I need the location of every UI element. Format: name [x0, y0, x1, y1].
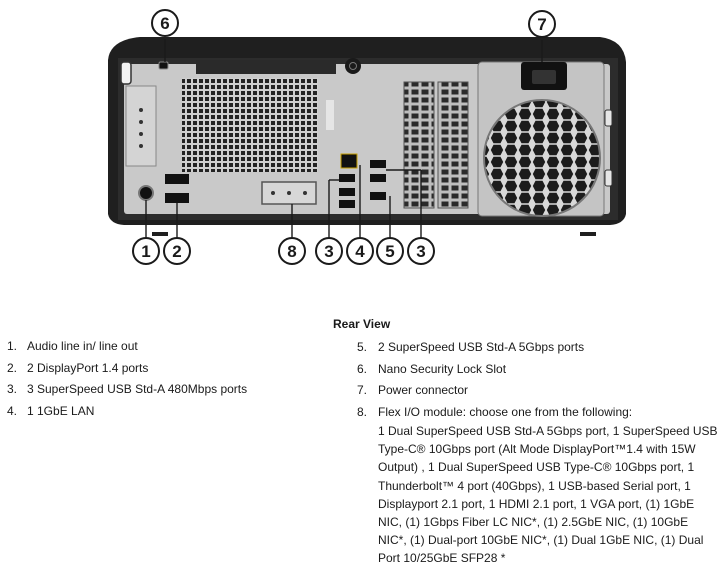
power-button-icon	[345, 58, 361, 74]
usb-ports-right	[370, 160, 386, 200]
item-number: 2.	[7, 360, 18, 375]
item-text: Power connector	[378, 383, 469, 397]
port-list-left: 1. Audio line in/ line out 2. 2 DisplayPor…	[7, 336, 307, 422]
item-text: 2 SuperSpeed USB Std-A 5Gbps ports	[378, 340, 585, 354]
expansion-slots	[403, 81, 469, 209]
side-clip-left	[120, 61, 132, 85]
svg-text:6: 6	[160, 14, 169, 33]
list-item: 7. Power connector	[357, 380, 719, 402]
item-text: 1 1GbE LAN	[27, 403, 95, 418]
item-number: 8.	[357, 404, 368, 419]
callout-8: 8	[278, 237, 306, 265]
displayport-ports	[165, 174, 189, 203]
item-text: Audio line in/ line out	[27, 339, 138, 353]
audio-panel	[125, 85, 157, 167]
side-clip-right-top	[604, 109, 613, 127]
item-number: 6.	[357, 361, 368, 376]
callout-7: 7	[528, 10, 556, 38]
svg-text:7: 7	[537, 15, 546, 34]
side-clip-right-bottom	[604, 169, 613, 187]
lan-port	[340, 153, 358, 169]
list-item: 2. 2 DisplayPort 1.4 ports	[7, 358, 307, 380]
item-text: Flex I/O module: choose one from the fol…	[378, 404, 633, 419]
svg-text:3: 3	[324, 242, 333, 261]
svg-text:8: 8	[287, 242, 296, 261]
svg-text:3: 3	[416, 242, 425, 261]
top-handle	[196, 60, 336, 74]
list-item: 3. 3 SuperSpeed USB Std-A 480Mbps ports	[7, 379, 307, 401]
callout-4: 4	[346, 237, 374, 265]
svg-text:5: 5	[385, 242, 394, 261]
item-text: 3 SuperSpeed USB Std-A 480Mbps ports	[27, 382, 248, 396]
list-item: 6. Nano Security Lock Slot	[357, 359, 719, 381]
fan-grille-icon	[483, 99, 601, 217]
flex-io-module	[261, 181, 317, 205]
rear-view-diagram: 6 7 1 2 8 3 4 5 3	[108, 9, 626, 265]
port-list-right: 5. 2 SuperSpeed USB Std-A 5Gbps ports 6. N…	[357, 337, 719, 568]
section-title: Rear View	[333, 317, 391, 331]
item-number: 7.	[357, 383, 368, 397]
callout-2: 2	[163, 237, 191, 265]
svg-text:1: 1	[141, 242, 150, 261]
callout-3a: 3	[315, 237, 343, 265]
item-text: Nano Security Lock Slot	[378, 361, 507, 376]
svg-text:2: 2	[172, 242, 181, 261]
list-item: 4. 1 1GbE LAN	[7, 401, 307, 423]
lock-slot-icon	[158, 61, 169, 70]
flex-io-options: 1 Dual SuperSpeed USB Std-A 5Gbps port, …	[378, 424, 718, 566]
item-number: 1.	[7, 339, 18, 353]
callout-6: 6	[151, 9, 179, 37]
list-item: 1. Audio line in/ line out	[7, 336, 307, 358]
item-text: 2 DisplayPort 1.4 ports	[27, 360, 149, 375]
callout-1: 1	[132, 237, 160, 265]
audio-jack	[138, 185, 154, 201]
list-item: 8. Flex I/O module: choose one from the f…	[357, 402, 719, 568]
callout-5: 5	[376, 237, 404, 265]
list-item: 5. 2 SuperSpeed USB Std-A 5Gbps ports	[357, 337, 719, 359]
vent-grille-icon	[182, 78, 318, 172]
item-number: 3.	[7, 382, 18, 396]
item-number: 5.	[357, 340, 368, 354]
label-sticker	[326, 100, 334, 130]
leader-lines	[145, 39, 543, 238]
svg-text:4: 4	[355, 242, 365, 261]
item-number: 4.	[7, 403, 18, 418]
audio-panel-dots	[139, 108, 143, 148]
usb-ports-left	[339, 174, 355, 208]
callout-3b: 3	[407, 237, 435, 265]
